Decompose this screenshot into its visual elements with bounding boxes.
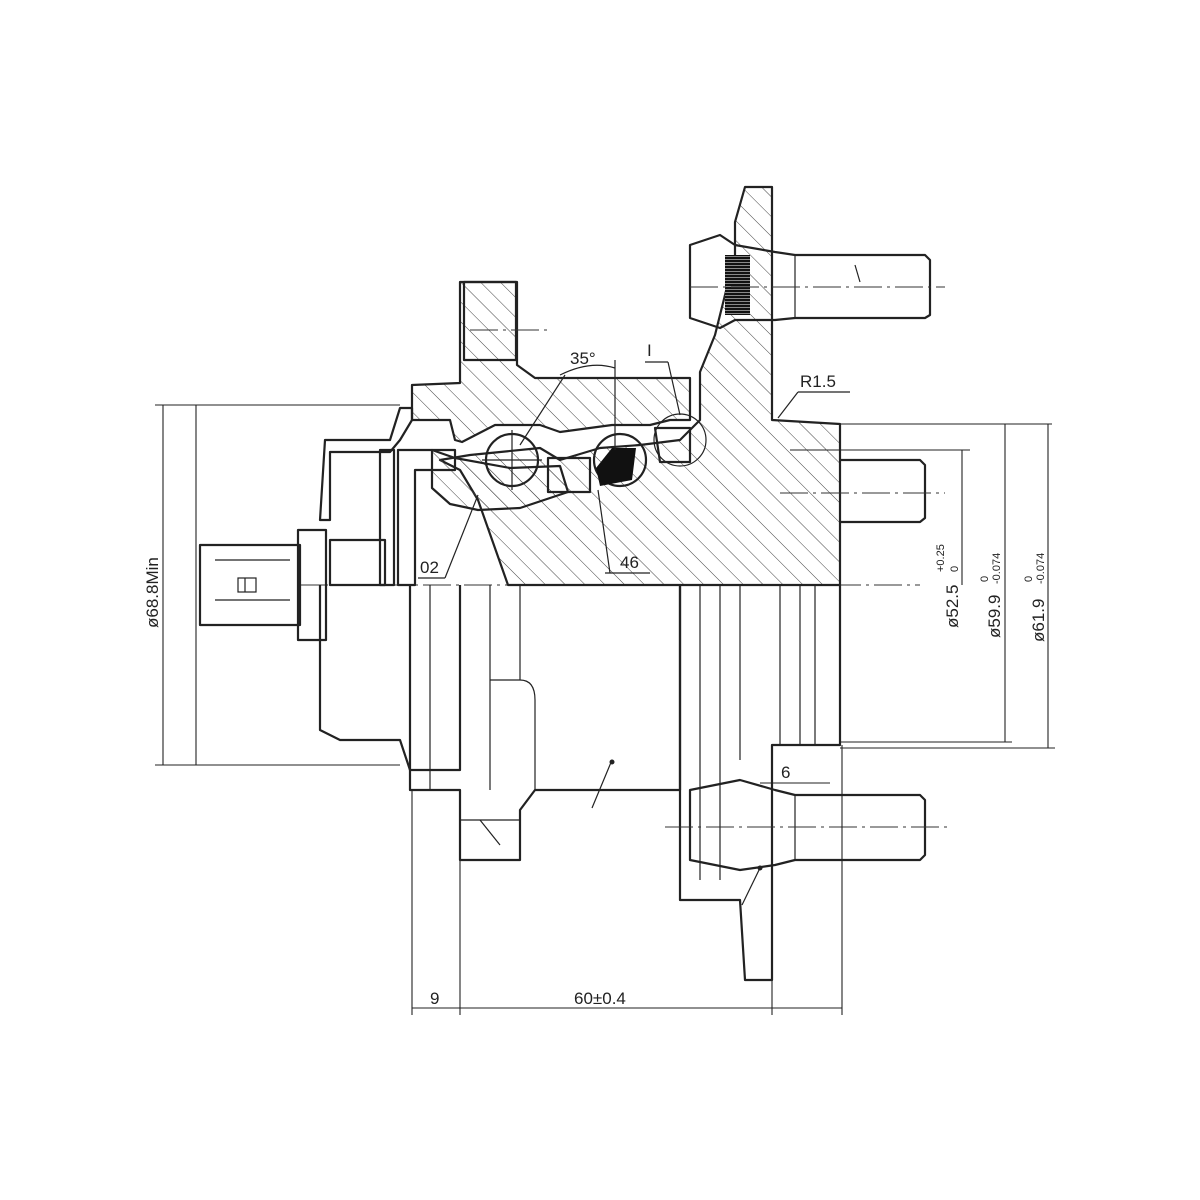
dim-59-tol-upper: 0 xyxy=(979,576,991,582)
angle-35-arc xyxy=(559,364,616,376)
dim-61-label: ø61.9 xyxy=(1029,599,1048,642)
detail-I-leader xyxy=(667,361,681,416)
inner-ring-lower xyxy=(408,585,682,862)
connector-flange xyxy=(296,528,328,642)
callout-46-leader xyxy=(597,489,611,574)
leader-dot-body xyxy=(609,759,615,765)
seal-right xyxy=(653,426,692,464)
angle-35-leader-1 xyxy=(519,374,566,446)
wheel-stud-bottom xyxy=(688,778,927,872)
angle-35-label: 35° xyxy=(570,349,596,368)
stud-top-leader xyxy=(854,264,861,283)
connector-latch xyxy=(237,577,257,593)
bore-curve xyxy=(490,679,536,790)
dim-68-label: ø68.8Min xyxy=(143,557,162,628)
sensor-housing xyxy=(318,406,414,522)
callout-02-label: 02 xyxy=(420,558,439,577)
leader-body xyxy=(591,759,613,809)
dim-52-label: ø52.5 xyxy=(943,585,962,628)
wheel-stud-top xyxy=(688,233,932,330)
callout-46-label: 46 xyxy=(620,553,639,572)
inner-ring-section xyxy=(430,448,570,512)
radius-label: R1.5 xyxy=(800,372,836,391)
sensor-ring xyxy=(378,448,396,587)
lower-cut-diag xyxy=(479,819,501,846)
leader-flange xyxy=(741,867,761,906)
dim-9-label: 9 xyxy=(430,989,439,1008)
dim-6-label: 6 xyxy=(781,763,790,782)
bearing-ball-outer xyxy=(592,432,648,488)
bearing-cage xyxy=(596,448,636,486)
dim-59-label: ø59.9 xyxy=(985,595,1004,638)
sensor-core-dotted xyxy=(328,538,387,587)
dim-52-tol-lower: 0 xyxy=(949,566,961,572)
sensor-body-lower xyxy=(318,585,462,772)
stud-top-knurl xyxy=(725,255,750,315)
dim-52-tol-upper: +0.25 xyxy=(935,544,947,572)
callout-02-leader xyxy=(444,494,479,579)
radius-leader xyxy=(777,391,799,419)
wheel-stud-middle xyxy=(840,458,927,524)
connector-body xyxy=(198,543,302,627)
dim-60-label: 60±0.4 xyxy=(574,989,626,1008)
hub-flange-lower xyxy=(678,585,842,982)
bearing-seat xyxy=(546,456,592,494)
dim-59-tol-lower: -0.074 xyxy=(991,553,1003,584)
mounting-bolt-upper xyxy=(462,280,518,362)
detail-I-label: I xyxy=(647,341,652,360)
dim-61-tol-lower: -0.074 xyxy=(1035,553,1047,584)
sensor-shield xyxy=(396,448,457,587)
dim-61-tol-upper: 0 xyxy=(1023,576,1035,582)
